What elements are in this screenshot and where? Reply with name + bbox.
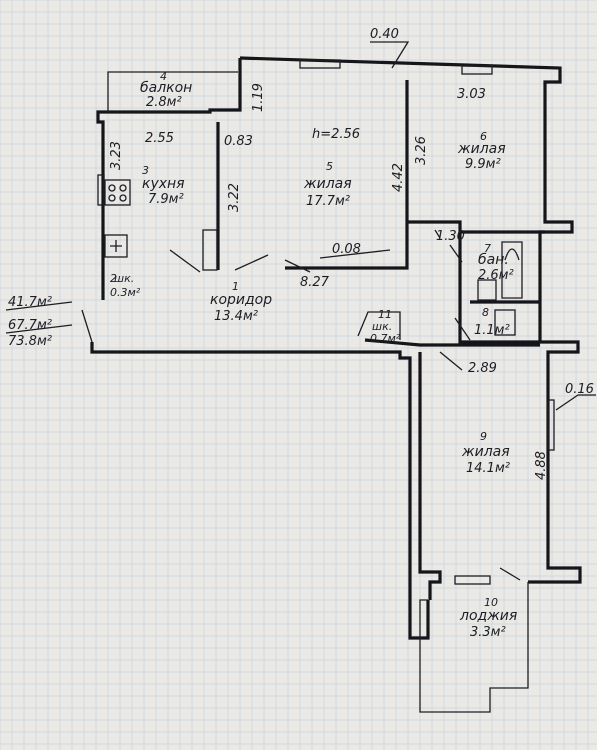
room-area: 13.4м² bbox=[214, 309, 258, 324]
room-number: 9 bbox=[480, 430, 487, 443]
toilet-icon bbox=[494, 309, 516, 336]
stove-burner bbox=[108, 184, 116, 192]
room-area: 2.6м² bbox=[478, 268, 514, 283]
room-number: 11 bbox=[378, 308, 392, 321]
walls bbox=[90, 56, 582, 640]
room-number: 10 bbox=[484, 596, 498, 609]
dim-label: 4.42 bbox=[391, 163, 406, 192]
door-swing-wc bbox=[454, 317, 471, 341]
bath-walls bbox=[458, 232, 540, 344]
window-room6 bbox=[461, 65, 493, 75]
thin-lines bbox=[5, 41, 596, 713]
room-area: 9.9м² bbox=[465, 157, 501, 172]
room-area: 14.1м² bbox=[466, 461, 510, 476]
loggia-outline bbox=[419, 582, 529, 713]
dim-label: 0.16 bbox=[565, 382, 594, 397]
room-number: 7 bbox=[484, 242, 491, 255]
outer-wall-top bbox=[239, 56, 582, 584]
total-areas: 41.7м² 67.7м² 73.8м² bbox=[8, 295, 52, 349]
bedroom9-left-wall bbox=[418, 352, 442, 600]
room-area: 3.3м² bbox=[470, 625, 506, 640]
stove-burner bbox=[119, 194, 127, 202]
room-number: 4 bbox=[160, 70, 167, 83]
room-number: 1 bbox=[232, 280, 239, 293]
corridor-bottom-wall bbox=[90, 342, 430, 640]
corridor-top-right bbox=[364, 338, 540, 347]
balcony-outline bbox=[107, 71, 238, 112]
room-name: кухня bbox=[142, 176, 185, 192]
underline-totals bbox=[5, 301, 73, 334]
dim-label: 4.88 bbox=[534, 451, 549, 480]
total-area-with-balcony: 73.8м² bbox=[8, 334, 52, 349]
window-kitchen bbox=[97, 174, 105, 206]
room-number: 6 bbox=[480, 130, 487, 143]
dim-label: 3.22 bbox=[227, 183, 242, 212]
bathtub-icon bbox=[501, 241, 523, 299]
room6-bottom-wall bbox=[407, 220, 545, 234]
left-top-wall bbox=[96, 58, 242, 300]
stove-burner bbox=[108, 194, 116, 202]
room-name: коридор bbox=[210, 292, 272, 308]
total-area-living: 41.7м² bbox=[8, 295, 52, 310]
room-number: 2 bbox=[110, 272, 117, 285]
dim-label: 3.23 bbox=[109, 141, 124, 170]
dim-label: 2.89 bbox=[468, 361, 497, 376]
room-name: бан. bbox=[478, 252, 509, 268]
dim-label: 0.83 bbox=[224, 134, 253, 149]
room-name: шк. bbox=[114, 272, 134, 285]
room-labels: 4 балкон 2.8м² 3 кухня 7.9м² 5 жилая 17.… bbox=[110, 70, 517, 640]
room-number: 3 bbox=[142, 164, 149, 177]
ceiling-height: h=2.56 bbox=[312, 127, 360, 142]
dim-label: 0.08 bbox=[332, 242, 361, 257]
sink-cross bbox=[110, 240, 122, 252]
room-number: 8 bbox=[482, 306, 489, 319]
dimension-labels: 0.40 3.03 2.55 1.19 0.83 3.23 3.22 4.42 … bbox=[109, 27, 594, 480]
door-swing-bath bbox=[449, 244, 463, 263]
room-area: 7.9м² bbox=[148, 192, 184, 207]
room-area: 2.8м² bbox=[146, 95, 182, 110]
sink-icon bbox=[104, 234, 128, 258]
total-area-general: 67.7м² bbox=[8, 318, 52, 333]
leader-289 bbox=[439, 351, 463, 371]
room-name: шк. bbox=[372, 320, 392, 333]
leader-130 bbox=[434, 229, 441, 239]
dim-label: 1.19 bbox=[251, 83, 266, 112]
stove-burner bbox=[119, 184, 127, 192]
dim-label: 3.26 bbox=[414, 136, 429, 165]
door-swing-room5 bbox=[234, 254, 311, 273]
room-area: 0.3м² bbox=[110, 286, 141, 299]
window-room5 bbox=[299, 59, 341, 69]
room-area: 17.7м² bbox=[306, 194, 350, 209]
dim-label: 3.03 bbox=[457, 87, 486, 102]
room-area: 0.7м² bbox=[370, 332, 401, 345]
dim-label: 2.55 bbox=[145, 131, 174, 146]
closet-outline bbox=[357, 311, 401, 340]
dimension-line-827 bbox=[319, 249, 391, 259]
room-area: 1.1м² bbox=[474, 323, 510, 338]
chimney-block bbox=[202, 229, 218, 271]
dim-label: 0.40 bbox=[370, 27, 399, 42]
leader-040 bbox=[370, 41, 410, 69]
window-loggia bbox=[454, 575, 491, 585]
door-swing-kitchen bbox=[169, 249, 201, 273]
washbasin-icon bbox=[477, 279, 497, 301]
door-swing-room9 bbox=[499, 567, 521, 581]
window-room9 bbox=[547, 399, 555, 451]
room-number: 5 bbox=[326, 160, 333, 173]
room-name: жилая bbox=[461, 444, 510, 460]
dim-label: 1.30 bbox=[436, 229, 465, 244]
room-name: жилая bbox=[457, 141, 506, 157]
room5-room6-wall bbox=[285, 80, 409, 270]
door-swing-corridor bbox=[81, 309, 93, 343]
room-name: лоджия bbox=[459, 608, 517, 624]
dim-label: 8.27 bbox=[300, 275, 330, 290]
room-name: балкон bbox=[140, 80, 192, 96]
room-name: жилая bbox=[303, 176, 352, 192]
leader-016 bbox=[555, 394, 596, 411]
stove-icon bbox=[104, 179, 131, 206]
